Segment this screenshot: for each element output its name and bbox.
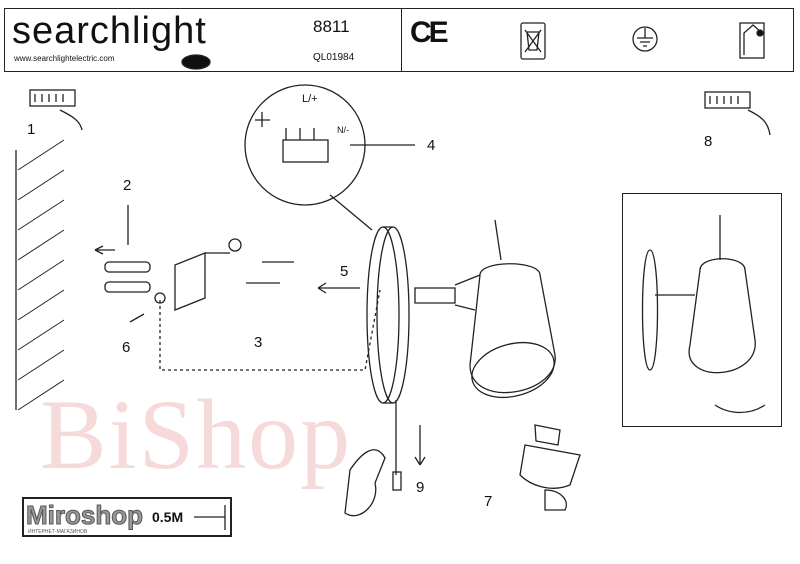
website-link: www.searchlightelectric.com	[14, 54, 115, 63]
lamp-base	[366, 226, 410, 491]
wall-plugs-and-bracket	[94, 205, 381, 371]
step-9-label: 9	[416, 479, 425, 496]
hand-illustration	[344, 449, 386, 517]
doc-code: QL01984	[313, 52, 355, 63]
earth-ground-icon	[632, 26, 658, 52]
brand-logo: searchlight	[12, 10, 207, 52]
weee-bin-icon	[520, 22, 546, 60]
wall-hatch	[15, 139, 65, 411]
brand-dot-icon	[181, 54, 211, 70]
model-number: 8811	[313, 17, 350, 36]
cord-length-label: 0.5M	[152, 509, 184, 525]
miroshop-watermark-subtitle: ИНТЕРНЕТ-МАГАЗИНОВ	[28, 529, 88, 535]
step-5-label: 5	[340, 263, 349, 280]
miroshop-watermark-logo: Miroshop	[26, 500, 144, 530]
cord-wall-hatch	[194, 505, 226, 530]
indoor-use-icon	[739, 22, 765, 59]
lamp-arm	[414, 274, 481, 311]
terminal-block-icon-8	[704, 91, 771, 136]
neutral-wire-label: N/-	[337, 125, 349, 135]
step-4-label: 4	[427, 137, 436, 154]
inset-lamp	[641, 215, 766, 414]
step-6-label: 6	[122, 339, 131, 356]
wiring-detail-circle	[244, 84, 415, 231]
step-3-label: 3	[254, 334, 263, 351]
live-wire-label: L/+	[302, 93, 318, 105]
arrow-step-9	[414, 425, 426, 466]
step-1-label: 1	[27, 121, 36, 138]
terminal-block-icon-1	[29, 89, 83, 131]
ce-mark: CE	[410, 16, 449, 49]
header-box	[4, 8, 794, 72]
inset-frame	[622, 193, 782, 427]
header-divider	[401, 9, 402, 71]
step-7-label: 7	[484, 493, 493, 510]
arrow-step-5	[317, 282, 360, 294]
watermark-text: BiShop	[40, 379, 353, 490]
lamp-shade	[469, 219, 556, 399]
cord-length-box	[22, 497, 232, 537]
gu10-bulb	[519, 424, 581, 511]
step-2-label: 2	[123, 177, 132, 194]
step-8-label: 8	[704, 133, 713, 150]
